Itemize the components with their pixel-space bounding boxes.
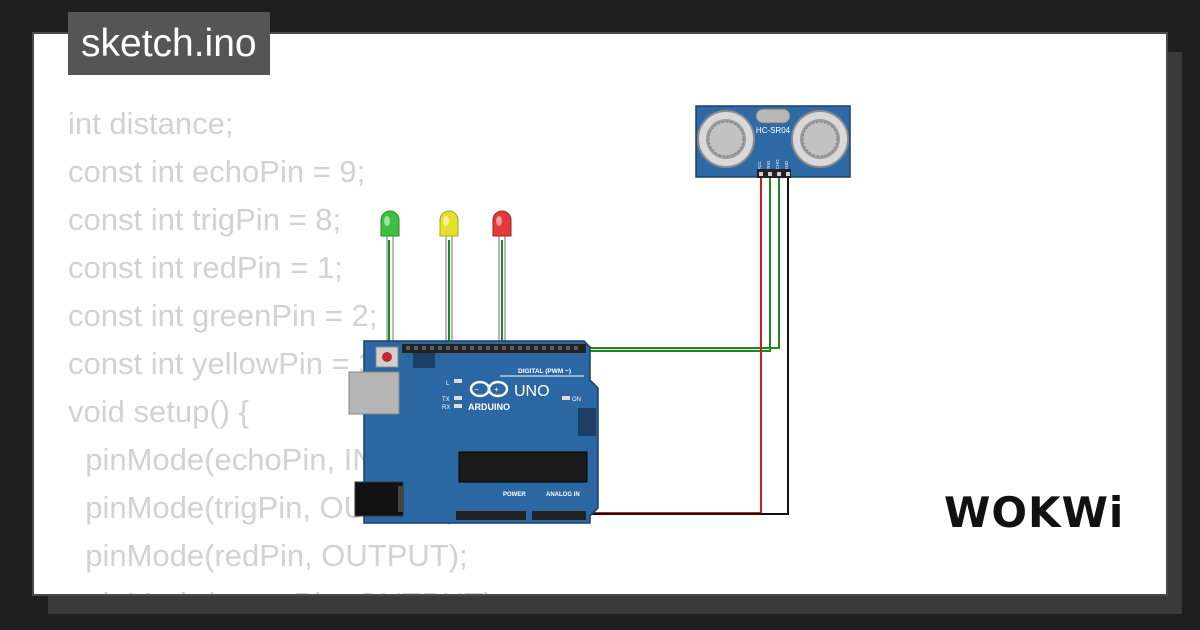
sensor-label: HC-SR04 xyxy=(756,126,791,135)
sketch-title: sketch.ino xyxy=(68,12,270,75)
on-label: ON xyxy=(572,397,581,403)
board-model: UNO xyxy=(514,383,550,400)
sensor-pin-label-echo: ECHO xyxy=(775,159,780,173)
code-line: int distance; xyxy=(68,106,234,141)
power-jack xyxy=(354,481,404,517)
wokwi-logo: WOKWi xyxy=(944,488,1125,537)
usb-port xyxy=(348,371,400,415)
sensor-pin-label-trig: TRIG xyxy=(766,160,771,171)
power-header xyxy=(456,511,526,520)
ultrasonic-transducer-left xyxy=(697,110,755,168)
analog-header xyxy=(532,511,586,520)
digital-label: DIGITAL (PWM ~) xyxy=(518,368,571,375)
code-line: pinMode(greenPin, OUTPUT); xyxy=(68,580,502,594)
svg-text:−: − xyxy=(474,385,479,394)
code-line: const int trigPin = 8; xyxy=(68,202,342,237)
sensor-pin-label-vcc: VCC xyxy=(757,161,762,171)
svg-text:+: + xyxy=(494,385,499,394)
code-line: const int yellowPin = 3; xyxy=(68,346,385,381)
wire-gnd[interactable] xyxy=(510,178,789,515)
code-line: const int redPin = 1; xyxy=(68,250,343,285)
wire-red-led[interactable] xyxy=(501,240,510,348)
preview-card: int distance; const int echoPin = 9; const… xyxy=(32,32,1168,596)
code-line: const int echoPin = 9; xyxy=(68,154,366,189)
microcontroller-chip xyxy=(458,451,588,483)
code-line: const int greenPin = 2; xyxy=(68,298,378,333)
led-yellow[interactable] xyxy=(439,210,459,350)
led-label-tx: TX xyxy=(442,397,450,403)
led-red[interactable] xyxy=(492,210,512,350)
ultrasonic-transducer-right xyxy=(791,110,849,168)
led-label-rx: RX xyxy=(442,405,450,411)
arduino-logo: − + xyxy=(469,380,509,398)
board-brand: ARDUINO xyxy=(468,402,510,412)
ultrasonic-sensor[interactable]: HC-SR04 VCC TRIG ECHO GND xyxy=(695,105,851,178)
power-label: POWER xyxy=(503,492,526,498)
wire-trig[interactable] xyxy=(390,178,771,352)
code-line: void setup() { xyxy=(68,394,249,429)
led-green[interactable] xyxy=(380,210,400,350)
arduino-uno-board[interactable]: DIGITAL (PWM ~) − + UNO ARDUINO L TX RX … xyxy=(348,340,599,524)
analog-label: ANALOG IN xyxy=(546,492,580,498)
code-background: int distance; const int echoPin = 9; const… xyxy=(68,100,502,594)
wire-echo[interactable] xyxy=(500,178,780,349)
sensor-pin-label-gnd: GND xyxy=(784,160,789,171)
wire-green-led[interactable] xyxy=(388,240,466,348)
code-line: pinMode(redPin, OUTPUT); xyxy=(68,538,468,573)
led-label-l: L xyxy=(446,381,450,387)
